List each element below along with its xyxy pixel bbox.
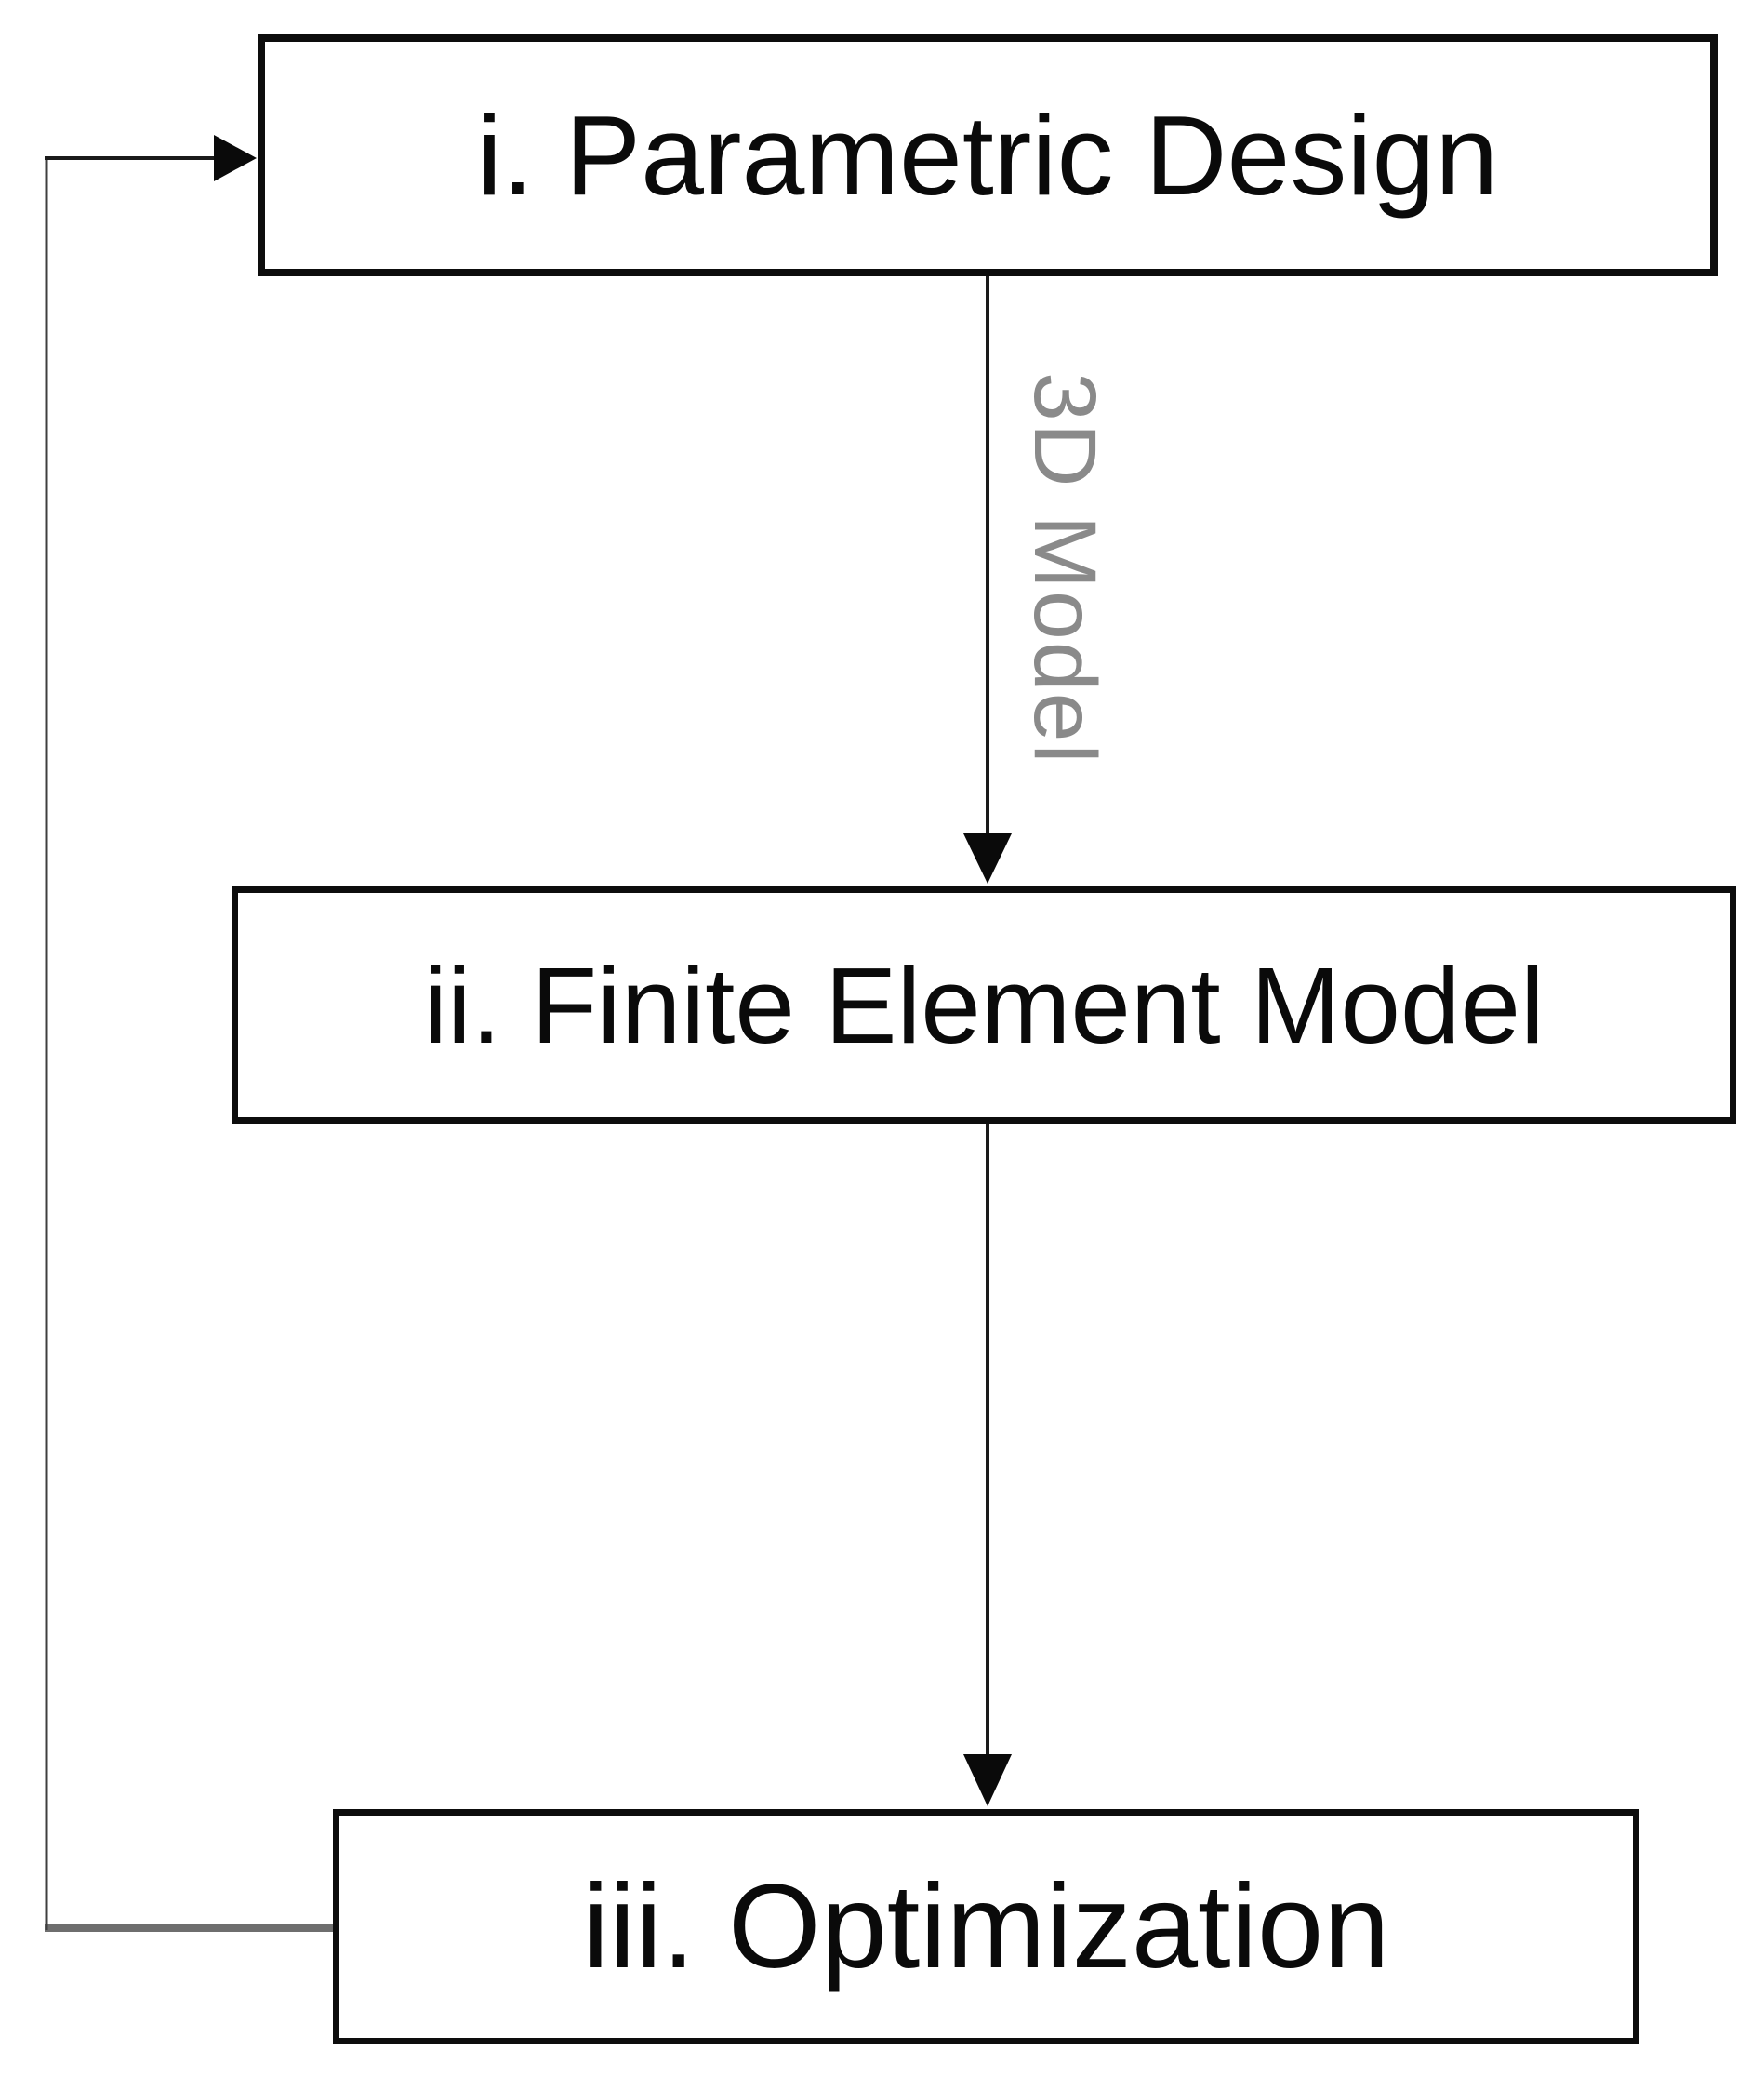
flowchart-box-parametric-design: i. Parametric Design [258, 34, 1718, 276]
edge-label-3d-model: 3D Model [1015, 372, 1114, 765]
flowchart-box-finite-element-model: ii. Finite Element Model [232, 886, 1736, 1124]
box-label-optimization: iii. Optimization [582, 1860, 1390, 1993]
flowchart-box-optimization: iii. Optimization [333, 1809, 1639, 2044]
arrowhead-down-icon [963, 1754, 1012, 1806]
box-label-finite-element-model: ii. Finite Element Model [423, 944, 1545, 1066]
box-label-parametric-design: i. Parametric Design [476, 92, 1499, 219]
arrowhead-down-icon [963, 833, 1012, 884]
arrowhead-right-icon [214, 135, 257, 181]
